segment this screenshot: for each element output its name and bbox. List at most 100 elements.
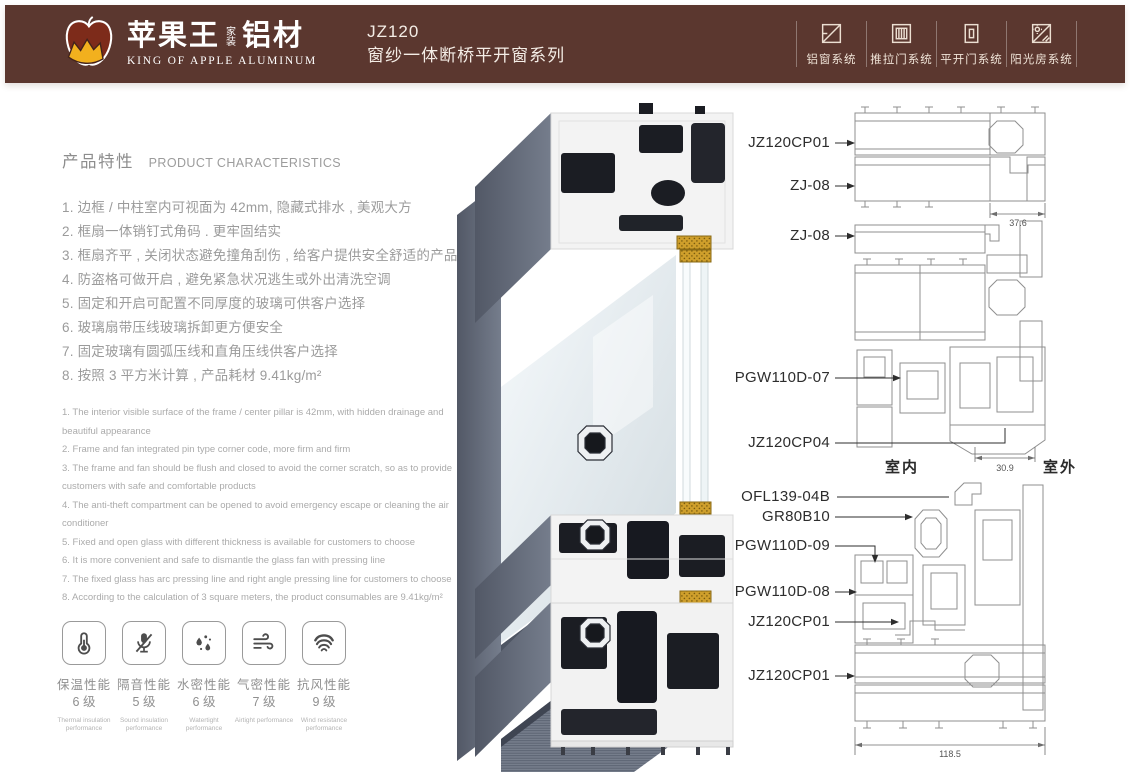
- section-title-cn: 产品特性: [62, 153, 134, 171]
- thermometer-icon: [77, 632, 91, 655]
- part-label: PGW110D-08: [734, 583, 830, 600]
- water-drops-icon: [196, 635, 212, 651]
- features-en-list: 1. The interior visible surface of the f…: [62, 404, 464, 608]
- nav-item-sunroom[interactable]: 阳光房系统: [1007, 21, 1076, 67]
- performance-item-wind-resistance: 抗风性能 9 级 Wind resistance performance: [294, 621, 354, 733]
- part-label: JZ120CP01: [748, 613, 830, 630]
- aluminum-window-system-icon: [821, 23, 842, 44]
- performance-desc: Wind resistance performance: [300, 717, 348, 732]
- nav-divider: [1076, 21, 1077, 67]
- performance-desc: Airtight performance: [234, 717, 294, 724]
- muted-microphone-icon: [135, 633, 153, 653]
- nav-divider: [936, 21, 937, 67]
- feature-cn-item: 8. 按照 3 平方米计算 , 产品耗材 9.41kg/m²: [62, 368, 322, 383]
- apple-crown-logo-icon: [65, 16, 113, 66]
- nav-divider: [866, 21, 867, 67]
- performance-name: 气密性能: [236, 678, 291, 692]
- nav-divider: [1006, 21, 1007, 67]
- performance-desc: Watertight performance: [185, 717, 223, 732]
- sunroom-system-icon: [1031, 23, 1052, 44]
- performance-desc: Sound insulation performance: [119, 717, 169, 732]
- part-label: PGW110D-09: [734, 537, 830, 554]
- casement-door-system-icon: [964, 23, 979, 44]
- part-label: JZ120CP01: [748, 667, 830, 684]
- feature-en-item: 3. The frame and fan should be flush and…: [62, 462, 453, 493]
- part-label: ZJ-08: [790, 177, 830, 194]
- product-characteristics-section: 产品特性 PRODUCT CHARACTERISTICS 1. 边框 / 中柱室…: [62, 146, 464, 608]
- nav-item-aluminum-window[interactable]: 铝窗系统: [797, 21, 866, 67]
- dimension-lines: [854, 203, 1046, 755]
- nav-label: 推拉门系统: [870, 54, 933, 66]
- profile-outlines: [854, 106, 1046, 729]
- wind-icon: [253, 633, 274, 650]
- part-label: PGW110D-07: [734, 369, 830, 386]
- part-label: GR80B10: [762, 508, 830, 525]
- brand-tag-top: 家: [226, 26, 237, 38]
- feature-en-item: 5. Fixed and open glass with different t…: [62, 536, 416, 548]
- nav-item-casement-door[interactable]: 平开门系统: [937, 21, 1006, 67]
- performance-item-airtight: 气密性能 7 级 Airtight performance: [234, 621, 294, 733]
- head-profile-cross-section: [550, 103, 734, 250]
- feature-en-item: 4. The anti-theft compartment can be ope…: [62, 499, 449, 530]
- brand-name-suffix: 铝材: [242, 19, 305, 52]
- performance-grade: 9 级: [312, 695, 336, 709]
- nav-label: 铝窗系统: [806, 54, 857, 66]
- dimension-value-bottom: 118.5: [939, 749, 961, 759]
- nav-divider: [796, 21, 797, 67]
- performance-icon-box: [242, 621, 286, 665]
- performance-badges: 保温性能 6 级 Thermal insulation performance …: [54, 621, 354, 733]
- feature-en-item: 2. Frame and fan integrated pin type cor…: [62, 444, 351, 455]
- performance-name: 抗风性能: [296, 678, 351, 692]
- exterior-label: 室外: [1043, 459, 1078, 476]
- sill-front-face: [475, 602, 551, 757]
- sliding-door-system-icon: [891, 23, 912, 44]
- feature-en-item: 1. The interior visible surface of the f…: [62, 407, 444, 437]
- window-profile-3d-render: [457, 103, 734, 772]
- feature-cn-item: 7. 固定玻璃有圆弧压线和直角压线供客户选择: [62, 344, 338, 359]
- performance-desc: Thermal insulation performance: [57, 717, 111, 732]
- nav-label: 阳光房系统: [1010, 54, 1073, 66]
- performance-name: 隔音性能: [116, 678, 171, 692]
- brand-logo: 苹果王 家 装 铝材 KING OF APPLE ALUMINUM: [61, 14, 317, 74]
- brand-tag-bottom: 装: [226, 37, 237, 48]
- nav-item-sliding-door[interactable]: 推拉门系统: [867, 21, 936, 67]
- part-label: JZ120CP01: [748, 134, 830, 151]
- sill-cross-section: [550, 602, 734, 755]
- feature-cn-item: 1. 边框 / 中柱室内可视面为 42mm, 隐藏式排水 , 美观大方: [62, 200, 412, 215]
- wind-spiral-icon: [314, 634, 334, 652]
- part-label: JZ120CP04: [748, 434, 830, 451]
- feature-cn-item: 6. 玻璃扇带压线玻璃拆卸更方便安全: [62, 320, 284, 335]
- mid-rail-front-face: [475, 515, 551, 659]
- profile-drawings-svg: 37.6 30.9 118.5: [835, 106, 1046, 759]
- leader-arrowheads: [847, 139, 913, 680]
- feature-cn-item: 4. 防盗格可做开启 , 避免紧急状况逃生或外出清洗空调: [62, 272, 391, 287]
- part-label: ZJ-08: [790, 227, 830, 244]
- brand-name-en: KING OF APPLE ALUMINUM: [127, 54, 318, 67]
- brand-tag: 家 装: [226, 26, 237, 51]
- series-title: JZ120 窗纱一体断桥平开窗系列: [367, 20, 565, 68]
- performance-grade: 6 级: [192, 695, 216, 709]
- brand-name-cn: 苹果王: [127, 19, 221, 52]
- section-title-en: PRODUCT CHARACTERISTICS: [148, 156, 341, 170]
- performance-grade: 6 级: [72, 695, 96, 709]
- interior-label: 室内: [885, 459, 920, 476]
- feature-en-item: 6. It is more convenient and safe to dis…: [62, 555, 386, 566]
- performance-icon-box: [122, 621, 166, 665]
- performance-item-thermal: 保温性能 6 级 Thermal insulation performance: [54, 621, 114, 733]
- performance-icon-box: [302, 621, 346, 665]
- technical-drawings: 37.6 30.9 118.5: [735, 95, 1130, 777]
- performance-grade: 7 级: [252, 695, 276, 709]
- frame-head-front-face: [475, 113, 551, 323]
- dimension-value-middle: 30.9: [996, 463, 1014, 473]
- performance-icon-box: [182, 621, 226, 665]
- model-code: JZ120: [367, 22, 420, 41]
- feature-en-item: 7. The fixed glass has arc pressing line…: [62, 573, 452, 585]
- series-name: 窗纱一体断桥平开窗系列: [367, 46, 566, 65]
- feature-cn-item: 2. 框扇一体销钉式角码 . 更牢固结实: [62, 224, 282, 239]
- feature-cn-item: 5. 固定和开启可配置不同厚度的玻璃可供客户选择: [62, 296, 366, 311]
- glass-edge-and-spacers: [679, 249, 712, 517]
- section-title: 产品特性 PRODUCT CHARACTERISTICS: [62, 146, 464, 174]
- nav-label: 平开门系统: [940, 54, 1003, 66]
- header: 苹果王 家 装 铝材 KING OF APPLE ALUMINUM JZ120 …: [5, 5, 1125, 83]
